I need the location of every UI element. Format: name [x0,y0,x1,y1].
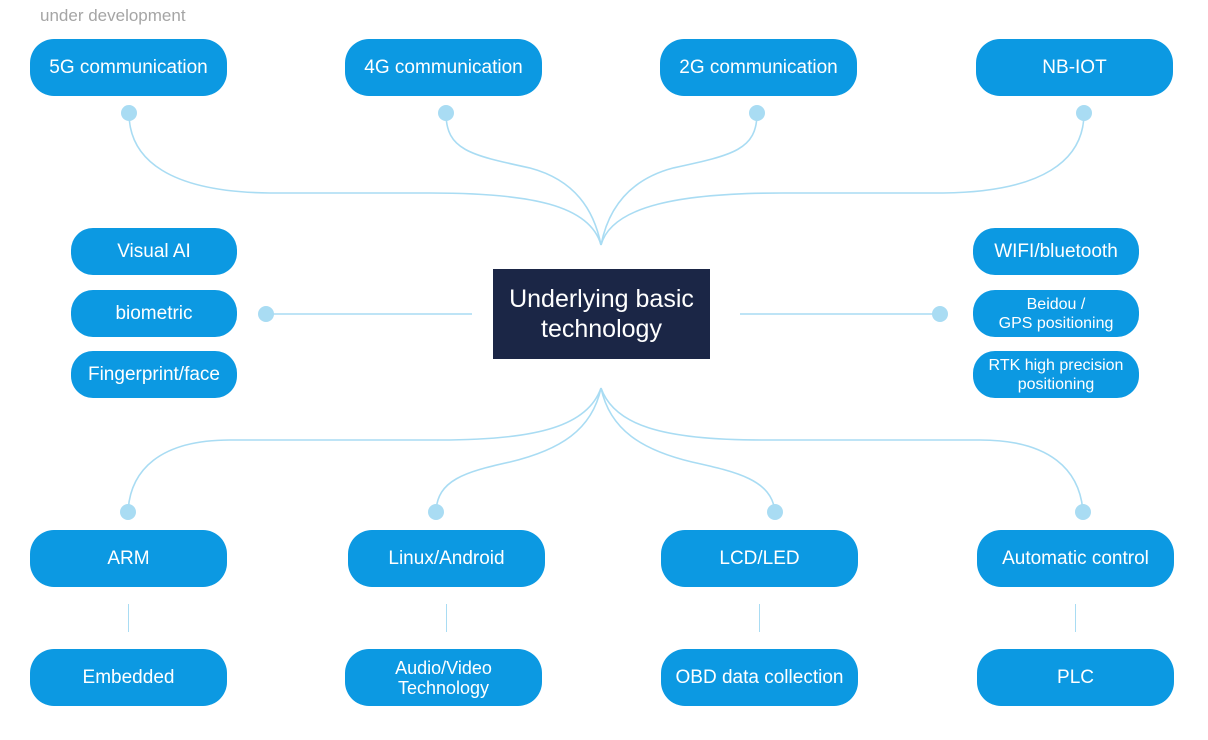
dot-linux [428,504,444,520]
node-4g-communication: 4G communication [345,39,542,96]
node-wifi-bluetooth: WIFI/bluetooth [973,228,1139,275]
node-fingerprint-face: Fingerprint/face [71,351,237,398]
node-rtk-positioning: RTK high precision positioning [973,351,1139,398]
node-embedded: Embedded [30,649,227,706]
node-beidou-label-line2: GPS positioning [998,314,1114,332]
node-audio-video-line1: Audio/Video [395,657,492,678]
connector-linux [435,387,602,513]
vline-arm [128,604,129,632]
node-2g-communication: 2G communication [660,39,857,96]
connector-5g [128,112,602,246]
node-linux-android: Linux/Android [348,530,545,587]
node-lcd-led: LCD/LED [661,530,858,587]
dot-2g [749,105,765,121]
dot-lcd [767,504,783,520]
center-node: Underlying basic technology [493,269,710,359]
node-obd-label: OBD data collection [675,666,844,688]
center-label-line1: Underlying basic [509,285,694,313]
dot-5g [121,105,137,121]
node-rtk-label-line2: positioning [1017,375,1095,393]
dot-automatic [1075,504,1091,520]
node-plc: PLC [977,649,1174,706]
node-biometric: biometric [71,290,237,337]
node-obd-data-collection: OBD data collection [661,649,858,706]
vline-linux [446,604,447,632]
node-nb-iot: NB-IOT [976,39,1173,96]
vline-automatic [1075,604,1076,632]
node-rtk-label-line1: RTK high precision [988,356,1124,374]
node-automatic-control: Automatic control [977,530,1174,587]
connector-2g [600,112,758,246]
dot-left [258,306,274,322]
connector-nbiot [600,112,1085,246]
dot-nbiot [1076,105,1092,121]
node-5g-communication: 5G communication [30,39,227,96]
node-arm: ARM [30,530,227,587]
under-development-note: under development [40,6,186,25]
dot-right [932,306,948,322]
node-audio-video-line2: Technology [397,677,490,698]
dot-4g [438,105,454,121]
node-wifi-bluetooth-label: WIFI/bluetooth [994,240,1118,262]
dot-arm [120,504,136,520]
node-visual-ai: Visual AI [71,228,237,275]
node-plc-label: PLC [1057,666,1094,688]
node-beidou-gps: Beidou / GPS positioning [973,290,1139,337]
connector-arm [127,387,602,513]
vline-lcd [759,604,760,632]
connector-lcd [600,387,776,513]
connector-4g [445,112,602,246]
connector-automatic [600,387,1084,513]
node-embedded-label: Embedded [82,666,175,688]
node-audio-video: Audio/Video Technology [345,649,542,706]
node-beidou-label-line1: Beidou / [1026,295,1086,313]
center-label-line2: technology [541,315,662,343]
